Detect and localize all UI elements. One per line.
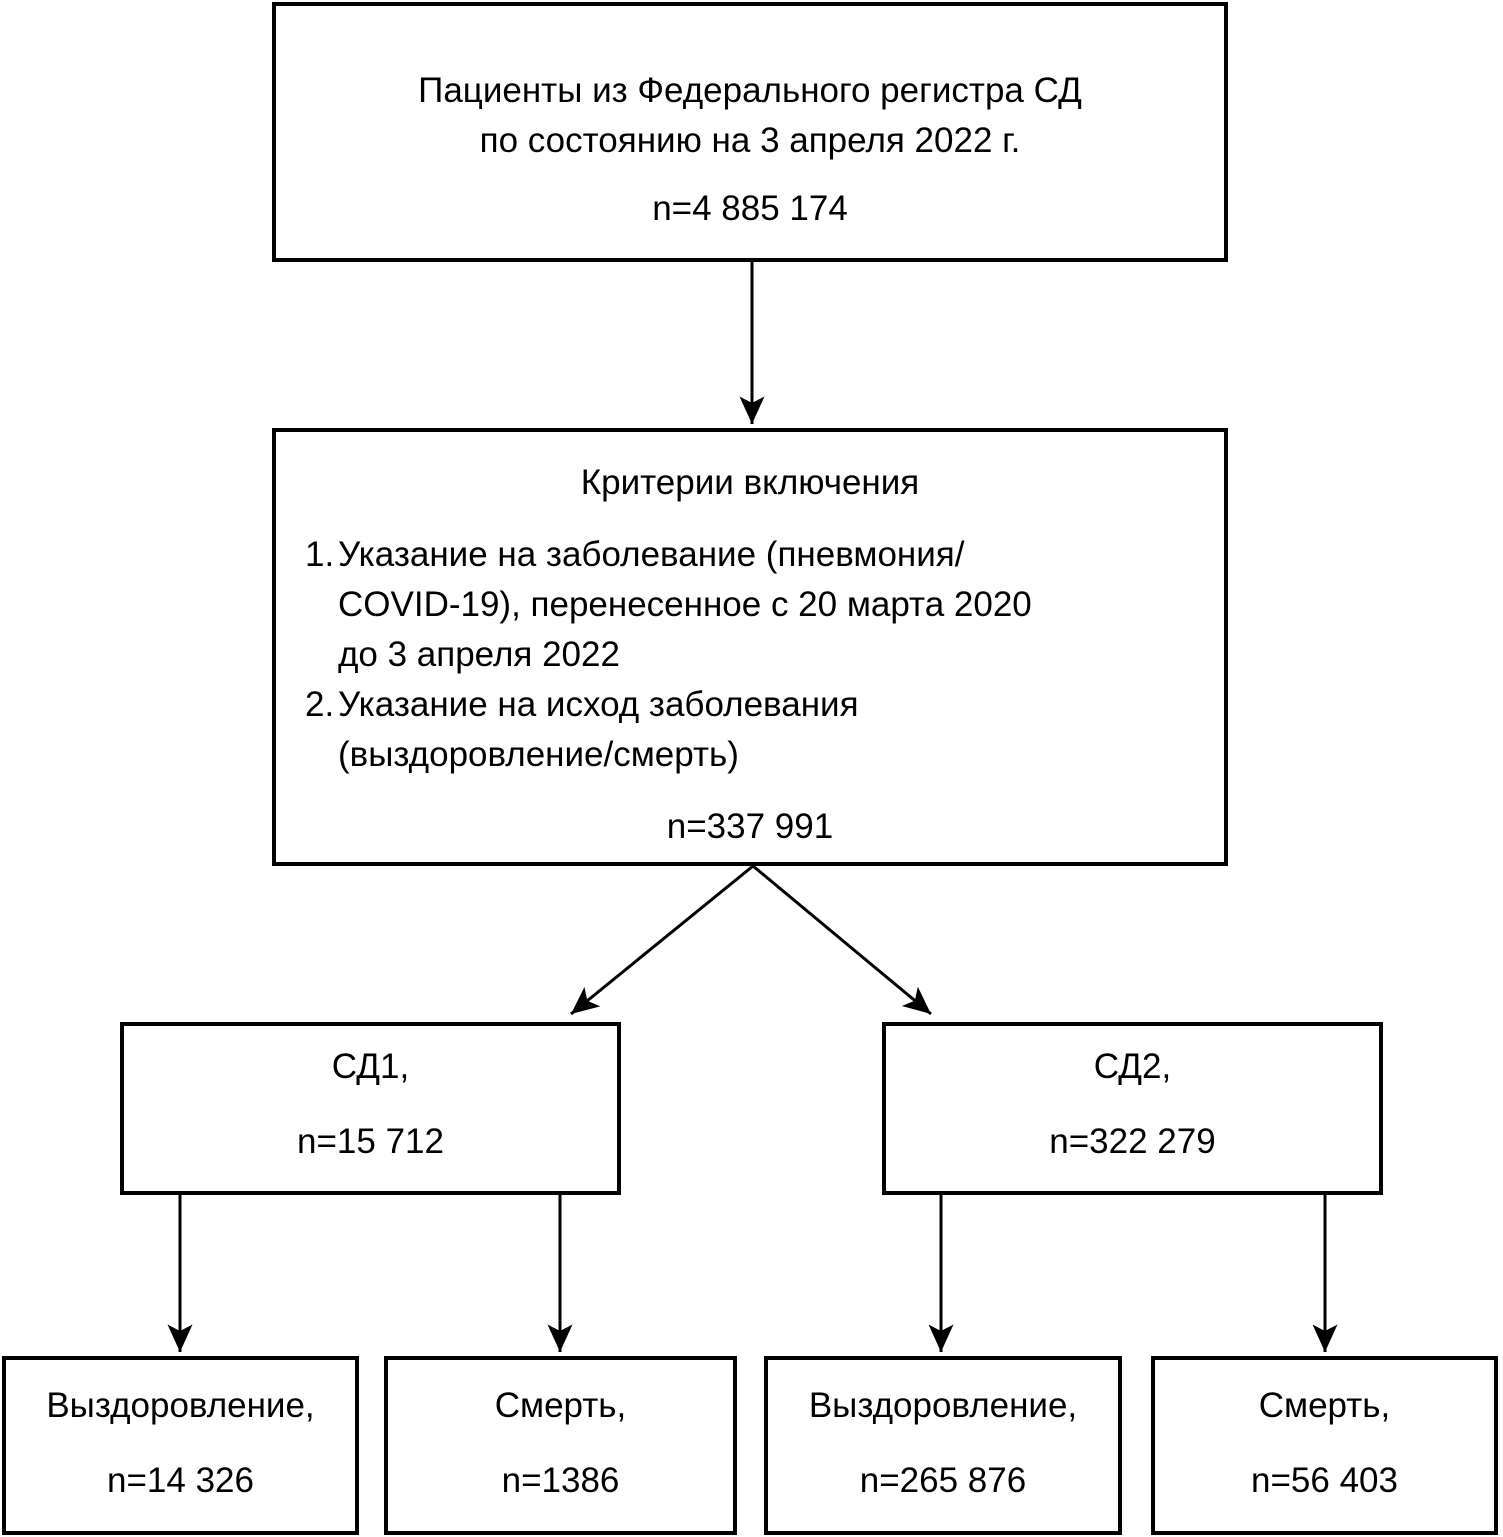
sd2-recovery-n: n=265 876 (859, 1461, 1027, 1500)
criteria-item-2-number: 2. (305, 685, 335, 724)
sd2-box: СД2, n=322 279 (882, 1022, 1383, 1195)
sd1-recovery-label: Выздоровление, (46, 1386, 315, 1425)
sd1-box-label: СД1, (331, 1047, 410, 1086)
criteria-list: 1. Указание на заболевание (пневмония/ C… (276, 530, 1224, 780)
criteria-box-n: n=337 991 (666, 807, 834, 846)
criteria-item-1-text: Указание на заболевание (пневмония/ COVI… (338, 535, 1032, 674)
sd1-death-label: Смерть, (494, 1386, 627, 1425)
criteria-item-2: 2. Указание на исход заболевания (выздор… (305, 680, 1208, 780)
sd2-death-n: n=56 403 (1251, 1461, 1398, 1500)
criteria-item-2-text: Указание на исход заболевания (выздоровл… (338, 685, 859, 774)
sd1-box-n: n=15 712 (297, 1122, 444, 1161)
sd2-recovery-label: Выздоровление, (808, 1386, 1078, 1425)
sd1-death-box: Смерть, n=1386 (384, 1356, 737, 1535)
arrow-criteria-to-sd1 (570, 864, 754, 1016)
sd2-death-label: Смерть, (1258, 1386, 1391, 1425)
registry-box-title: Пациенты из Федерального регистра СД по … (418, 71, 1082, 160)
sd1-recovery-n: n=14 326 (107, 1461, 254, 1500)
sd2-box-label: СД2, (1093, 1047, 1172, 1086)
criteria-item-1: 1. Указание на заболевание (пневмония/ C… (305, 530, 1208, 680)
sd2-recovery-box: Выздоровление, n=265 876 (764, 1356, 1122, 1535)
sd2-box-n: n=322 279 (1049, 1122, 1216, 1161)
sd1-recovery-box: Выздоровление, n=14 326 (2, 1356, 359, 1535)
registry-box: Пациенты из Федерального регистра СД по … (272, 2, 1228, 262)
arrow-criteria-to-sd2 (752, 864, 932, 1016)
sd1-box: СД1, n=15 712 (120, 1022, 621, 1195)
criteria-box: Критерии включения 1. Указание на заболе… (272, 428, 1228, 866)
sd2-death-box: Смерть, n=56 403 (1151, 1356, 1498, 1535)
criteria-item-1-number: 1. (305, 535, 335, 574)
registry-box-n: n=4 885 174 (652, 189, 848, 228)
criteria-box-title: Критерии включения (580, 463, 920, 502)
sd1-death-n: n=1386 (501, 1461, 620, 1500)
